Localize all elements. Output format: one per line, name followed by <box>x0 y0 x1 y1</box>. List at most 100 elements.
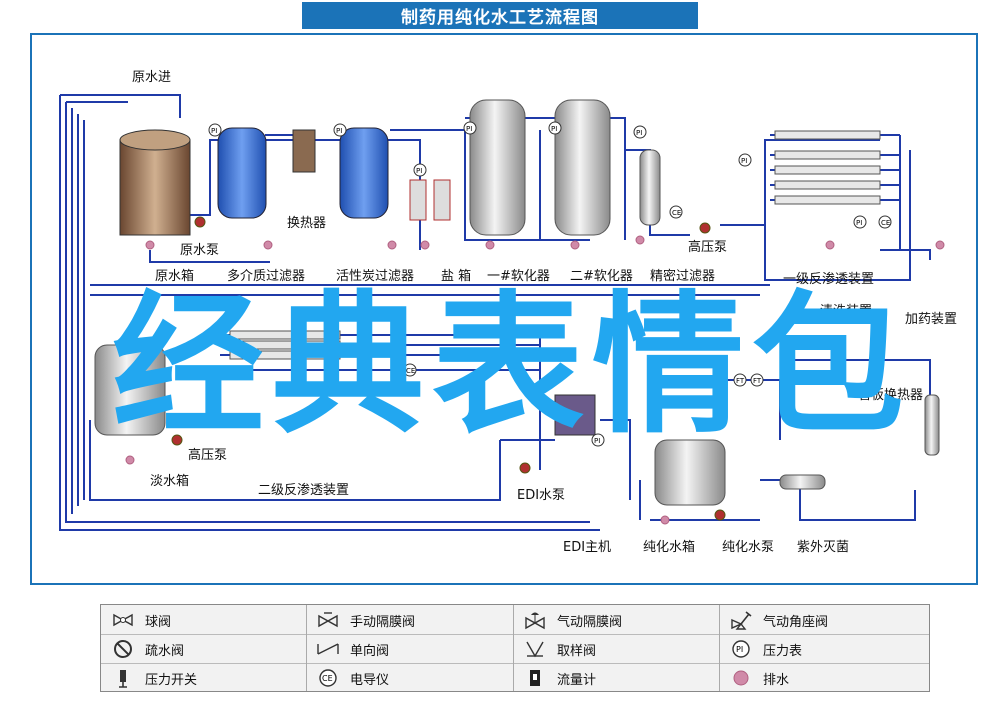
label-cleaning-unit: 清洗装置 <box>820 304 873 319</box>
tube-heat-exchanger-unit <box>924 394 940 456</box>
label-pure-water-tank: 纯化水箱 <box>643 540 696 555</box>
pumps <box>171 216 726 521</box>
svg-text:PI: PI <box>211 127 217 135</box>
legend-label: 压力表 <box>763 643 803 659</box>
drain-points <box>125 235 945 525</box>
legend-label: 单向阀 <box>350 643 390 659</box>
svg-text:PI: PI <box>466 125 472 133</box>
label-ro-stage-1: 一级反渗透装置 <box>783 272 875 287</box>
legend-col-divider <box>719 605 720 691</box>
label-tube-heat-exchanger: 管板换热器 <box>858 388 924 403</box>
legend-item-sampling-valve: 取样阀 <box>523 636 596 662</box>
legend-label: 球阀 <box>145 614 172 630</box>
legend-item-drain: 排水 <box>729 665 789 691</box>
legend-label: 取样阀 <box>557 643 597 659</box>
pure-water-tank <box>654 439 726 506</box>
legend-item-ball-valve: 球阀 <box>111 607 171 633</box>
label-fresh-water-tank: 淡水箱 <box>150 474 190 489</box>
legend-row-divider <box>101 663 929 664</box>
legend-label: 排水 <box>763 672 790 688</box>
svg-text:PI: PI <box>736 645 743 654</box>
legend-col-divider <box>306 605 307 691</box>
svg-text:FT: FT <box>736 377 745 385</box>
svg-text:PI: PI <box>551 125 557 133</box>
legend-label: 疏水阀 <box>145 643 185 659</box>
svg-text:CE: CE <box>406 367 415 375</box>
legend-item-drain-valve: 疏水阀 <box>111 636 184 662</box>
conductivity-meter-icon: CE <box>319 669 337 687</box>
svg-text:PI: PI <box>416 167 422 175</box>
svg-text:CE: CE <box>322 674 333 683</box>
svg-text:CE: CE <box>881 219 890 227</box>
softener-1 <box>469 99 526 236</box>
edi-unit <box>554 394 596 436</box>
multimedia-filter <box>217 127 267 219</box>
label-dosing-unit: 加药装置 <box>905 312 958 327</box>
legend-label: 流量计 <box>557 672 597 688</box>
precision-filter <box>639 149 661 226</box>
manual-diaphragm-valve-icon <box>318 612 338 628</box>
legend-item-pressure-gauge: PI 压力表 <box>729 636 802 662</box>
heat-exchanger <box>292 129 316 173</box>
legend-label: 压力开关 <box>145 672 198 688</box>
legend-item-check-valve: 单向阀 <box>316 636 389 662</box>
svg-text:CE: CE <box>672 209 681 217</box>
label-high-pressure-pump-2: 高压泵 <box>188 448 228 463</box>
uv-sterilizer-unit <box>779 474 826 490</box>
label-edi-host: EDI主机 <box>563 540 612 555</box>
pneumatic-angle-valve-icon <box>731 611 752 630</box>
legend-row-divider <box>101 634 929 635</box>
label-edi-pump: EDI水泵 <box>517 488 566 503</box>
drain-icon <box>733 670 749 686</box>
label-pure-water-pump: 纯化水泵 <box>722 540 775 555</box>
legend-label: 电导仪 <box>350 672 390 688</box>
label-raw-water-tank: 原水箱 <box>155 269 195 284</box>
pressure-gauges: PI PI PI PI PI PI PI PI PI CE CE CE FT F… <box>208 121 892 447</box>
label-ro-stage-2: 二级反渗透装置 <box>258 483 350 498</box>
svg-text:PI: PI <box>741 157 747 165</box>
page-title: 制药用纯化水工艺流程图 <box>302 2 698 29</box>
label-carbon-filter: 活性炭过滤器 <box>336 269 415 284</box>
carbon-filter <box>339 127 389 219</box>
ro-membranes-stage-2 <box>229 330 341 360</box>
legend-item-flow-meter: 流量计 <box>523 665 596 691</box>
softener-2 <box>554 99 611 236</box>
legend-item-pneumatic-angle-valve: 气动角座阀 <box>729 607 828 633</box>
legend-label: 手动隔膜阀 <box>350 614 416 630</box>
svg-text:PI: PI <box>856 219 862 227</box>
label-raw-water-pump: 原水泵 <box>180 243 220 258</box>
sampling-valve-icon <box>526 641 544 658</box>
svg-text:PI: PI <box>336 127 342 135</box>
legend-table: 球阀 手动隔膜阀 气动隔膜阀 气动角座阀 疏水阀 单向阀 取样阀 PI 压力表 … <box>100 604 930 692</box>
label-softener-2: 二#软化器 <box>570 269 633 284</box>
check-valve-icon <box>317 643 339 655</box>
pipe-network <box>59 94 931 531</box>
label-precision-filter: 精密过滤器 <box>650 269 716 284</box>
label-uv-sterilizer: 紫外灭菌 <box>797 540 850 555</box>
pressure-switch-icon <box>119 670 127 688</box>
legend-item-pressure-switch: 压力开关 <box>111 665 197 691</box>
legend-label: 气动隔膜阀 <box>557 614 623 630</box>
process-flow-diagram: PI PI PI PI PI PI PI PI PI CE CE CE FT F… <box>59 94 945 531</box>
svg-text:FT: FT <box>753 377 762 385</box>
legend-col-divider <box>513 605 514 691</box>
label-heat-exchanger: 换热器 <box>287 216 327 231</box>
legend-item-manual-diaphragm-valve: 手动隔膜阀 <box>316 607 415 633</box>
legend-label: 气动角座阀 <box>763 614 829 630</box>
pressure-gauge-icon: PI <box>732 640 750 658</box>
watermark-text: 经典表情包 <box>112 277 912 454</box>
ro-membranes-stage-1 <box>774 130 881 205</box>
legend-item-conductivity-meter: CE 电导仪 <box>316 665 389 691</box>
svg-text:PI: PI <box>636 129 642 137</box>
raw-water-tank <box>119 129 191 236</box>
label-raw-water-in: 原水进 <box>132 70 172 85</box>
salt-tank <box>409 179 451 221</box>
ball-valve-icon <box>113 613 133 627</box>
flow-meter-icon <box>530 670 540 686</box>
drain-valve-icon <box>114 640 132 658</box>
label-softener-1: 一#软化器 <box>487 269 550 284</box>
pneumatic-diaphragm-valve-icon <box>525 612 545 630</box>
legend-item-pneumatic-diaphragm-valve: 气动隔膜阀 <box>523 607 622 633</box>
fresh-water-tank <box>94 344 166 436</box>
label-salt-tank: 盐 箱 <box>441 269 472 284</box>
